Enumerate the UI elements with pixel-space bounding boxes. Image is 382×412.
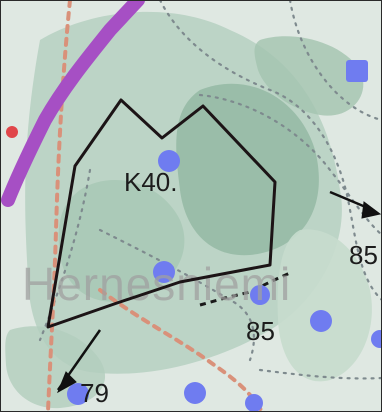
survey-dot-icon[interactable]: [371, 330, 382, 348]
survey-markers: [67, 150, 382, 412]
road-purple[interactable]: [1, 0, 145, 207]
arrow-markers: [56, 190, 382, 394]
arrowhead-icon: [57, 371, 77, 394]
survey-dot-icon[interactable]: [245, 394, 263, 412]
forest-area-east: [277, 229, 372, 382]
dotted-boundaries: [38, 0, 382, 380]
arrowhead-icon: [361, 201, 382, 219]
trail-west: [46, 0, 72, 412]
forest-area-northeast: [254, 36, 364, 116]
trail-south: [98, 288, 264, 412]
boundary-line-south: [98, 228, 255, 362]
area-polygon-k40[interactable]: [46, 98, 277, 329]
square-marker-icon[interactable]: [346, 60, 368, 82]
survey-dot-icon[interactable]: [67, 383, 89, 405]
elevation-label: 79: [80, 378, 109, 408]
dashed-path-line: [199, 270, 293, 307]
boundary-line-east: [158, 0, 382, 302]
survey-dot-icon[interactable]: [184, 382, 206, 404]
survey-dot-icon[interactable]: [153, 261, 175, 283]
area-label: K40.: [124, 167, 178, 197]
survey-dot-icon[interactable]: [310, 310, 332, 332]
boundary-line-mid: [198, 93, 382, 237]
elevation-label: 85: [246, 316, 275, 346]
trails: [46, 0, 264, 412]
arrow-line-east: [329, 190, 369, 210]
red-marker-icon[interactable]: [6, 126, 18, 138]
survey-dot-icon[interactable]: [250, 285, 270, 305]
place-name-label: Hernesniemi: [22, 258, 291, 310]
boundary-line-north: [288, 0, 382, 122]
survey-dot-icon[interactable]: [158, 150, 180, 172]
elevation-label: 85: [349, 240, 378, 270]
